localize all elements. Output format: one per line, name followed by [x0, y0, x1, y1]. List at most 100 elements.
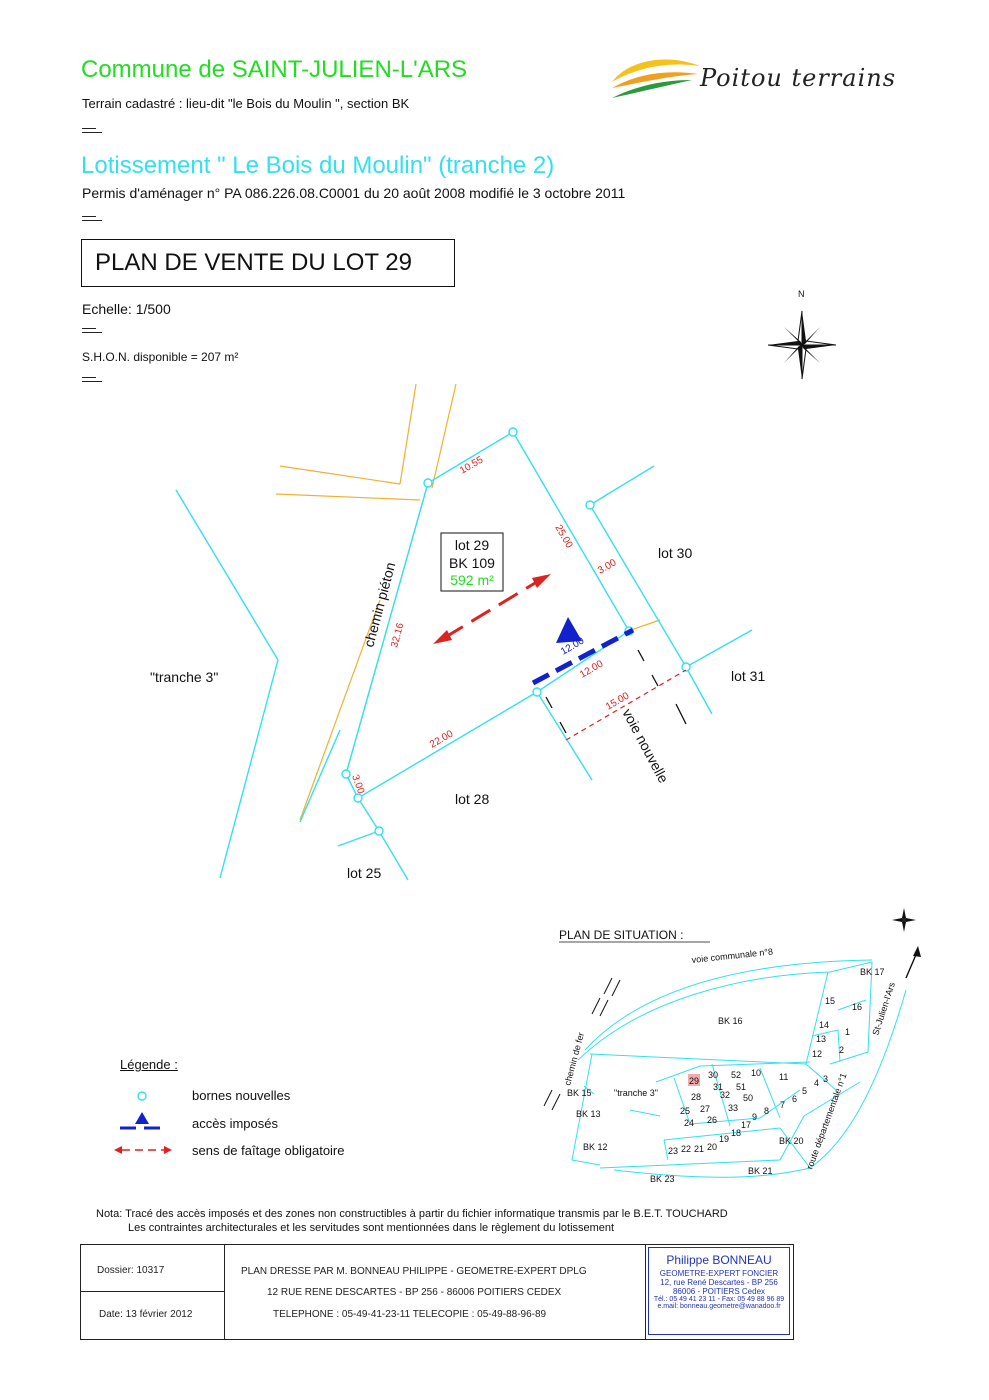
situation-lot-label: 28: [691, 1092, 701, 1102]
situation-lot-label: 51: [736, 1082, 746, 1092]
situation-lot-label: 32: [720, 1090, 730, 1100]
borne-icon: [137, 1091, 147, 1101]
legend-title: Légende :: [120, 1057, 178, 1072]
legend-faitage: sens de faîtage obligatoire: [192, 1143, 345, 1158]
north-label: N: [798, 289, 805, 299]
plan-date: Date: 13 février 2012: [99, 1309, 193, 1320]
shon-text: S.H.O.N. disponible = 207 m²: [82, 350, 239, 364]
situation-lot-label: 31: [713, 1082, 723, 1092]
footer-line-2: 12 RUE RENE DESCARTES - BP 256 - 86006 P…: [267, 1287, 562, 1298]
parcel-lines: [175, 431, 753, 881]
voie-nouvelle-label: voie nouvelle: [619, 706, 672, 786]
situation-bk-label: BK 12: [583, 1142, 608, 1152]
situation-bk-label: BK 16: [718, 1016, 743, 1026]
situation-bk-label: BK 23: [650, 1174, 675, 1184]
separator-mark: [82, 328, 102, 336]
situation-lot-label: 2: [839, 1045, 844, 1055]
dim-22-00: 22.00: [428, 728, 456, 750]
lotissement-title: Lotissement " Le Bois du Moulin" (tranch…: [81, 152, 555, 179]
legend-bornes: bornes nouvelles: [192, 1088, 291, 1103]
situation-lot-label: 3: [823, 1074, 828, 1084]
situation-lot-label: 14: [819, 1020, 829, 1030]
situation-lot-label: 8: [764, 1106, 769, 1116]
situation-lot-label: 18: [731, 1128, 741, 1138]
separator-mark: [82, 128, 102, 136]
note-line-1: Nota: Tracé des accès imposés et des zon…: [96, 1208, 728, 1220]
lot-area: 592 m²: [450, 572, 494, 588]
voie-communale-label: voie communale n°8: [691, 947, 773, 965]
situation-lot-label: 27: [700, 1104, 710, 1114]
situation-lot-label: 19: [719, 1134, 729, 1144]
dim-3-00-top: 3.00: [596, 557, 619, 576]
lot-25-label: lot 25: [347, 865, 381, 881]
permis-text: Permis d'aménager n° PA 086.226.08.C0001…: [82, 185, 626, 201]
legend-acces: accès imposés: [192, 1116, 278, 1131]
situation-title: PLAN DE SITUATION :: [559, 928, 683, 942]
situation-lot-label: 25: [680, 1106, 690, 1116]
stamp-tel: Tél.: 05 49 41 23 11 - Fax: 05 49 88 96 …: [653, 1296, 785, 1303]
lot-30-label: lot 30: [658, 545, 692, 561]
situation-plan: PLAN DE SITUATION :: [543, 908, 921, 1184]
stamp-addr-1: 12, rue René Descartes - BP 256: [660, 1278, 778, 1287]
footer-line-1: PLAN DRESSE PAR M. BONNEAU PHILIPPE - GE…: [241, 1266, 587, 1277]
situation-bk-label: BK 13: [576, 1109, 601, 1119]
situation-lot-label: 29: [689, 1076, 699, 1086]
situation-lot-label: 1: [845, 1027, 850, 1037]
voie-nouvelle-lines: [545, 649, 687, 734]
lot-28-label: lot 28: [455, 791, 489, 807]
situation-lot-label: 33: [728, 1103, 738, 1113]
situation-lot-label: 5: [802, 1086, 807, 1096]
lot-number: lot 29: [455, 537, 489, 553]
terrain-subtitle: Terrain cadastré : lieu-dit "le Bois du …: [82, 96, 410, 111]
separator-mark: [82, 216, 102, 224]
lot-31-label: lot 31: [731, 668, 765, 684]
situation-lot-label: 4: [814, 1078, 819, 1088]
situation-bk-label: BK 20: [779, 1136, 804, 1146]
situation-lot-label: 21: [694, 1144, 704, 1154]
dim-32-16: 32.16: [389, 621, 406, 648]
situation-lot-label: 7: [780, 1100, 785, 1110]
stamp-mail: e.mail: bonneau.geometre@wanadoo.fr: [657, 1303, 781, 1310]
situation-bk-label: BK 21: [748, 1166, 773, 1176]
bornes-markers: [341, 427, 691, 836]
situation-lot-label: 50: [743, 1093, 753, 1103]
route-label: route départementale n°1: [804, 1072, 848, 1171]
situation-lot-label: 30: [708, 1070, 718, 1080]
situation-lot-label: 22: [681, 1144, 691, 1154]
logo-text: Poitou terrains: [700, 64, 897, 92]
dimension-line-15: [565, 669, 687, 741]
situation-lot-label: 6: [792, 1094, 797, 1104]
situation-lot-label: 24: [684, 1118, 694, 1128]
situation-lot-label: 9: [752, 1112, 757, 1122]
situation-lot-label: 17: [741, 1120, 751, 1130]
footer-table: Dossier: 10317 Date: 13 février 2012 PLA…: [80, 1244, 794, 1340]
legend-symbols: [114, 1091, 172, 1154]
plan-title-box: PLAN DE VENTE DU LOT 29: [81, 239, 455, 287]
map-labels: chemin piéton lot 30 lot 31 lot 28 lot 2…: [150, 545, 765, 881]
situation-lot-label: 11: [779, 1072, 788, 1082]
situation-lot-label: 20: [707, 1142, 717, 1152]
acces-impose-line: [531, 627, 635, 686]
tranche-3-label: "tranche 3": [150, 669, 218, 685]
dim-10-55: 10.55: [458, 454, 486, 476]
commune-title: Commune de SAINT-JULIEN-L'ARS: [81, 56, 468, 83]
situation-lot-label: 52: [731, 1070, 741, 1080]
situation-compass-icon: [892, 908, 916, 932]
separator-mark: [82, 377, 102, 385]
chemin-boundary-lines: [275, 383, 661, 821]
situation-lot-label: 26: [707, 1115, 717, 1125]
situation-tranche-3: "tranche 3": [614, 1088, 658, 1098]
footer-line-3: TELEPHONE : 05-49-41-23-11 TELECOPIE : 0…: [273, 1309, 547, 1320]
lot-info-box: [440, 532, 504, 592]
dim-25-00: 25.00: [552, 523, 574, 551]
geometre-stamp: Philippe BONNEAU GEOMETRE-EXPERT FONCIER…: [648, 1247, 790, 1335]
situation-bk-label: BK 17: [860, 967, 885, 977]
stamp-addr-2: 86006 - POITIERS Cedex: [672, 1287, 766, 1296]
situation-lot-label: 23: [668, 1146, 678, 1156]
st-julien-label: St-Julien-l'Ars: [870, 981, 897, 1037]
echelle-text: Echelle: 1/500: [82, 301, 171, 317]
faitage-arrow: [433, 574, 551, 644]
stamp-name: Philippe BONNEAU: [666, 1253, 772, 1267]
chemin-de-fer-label: chemin de fer: [562, 1031, 586, 1086]
